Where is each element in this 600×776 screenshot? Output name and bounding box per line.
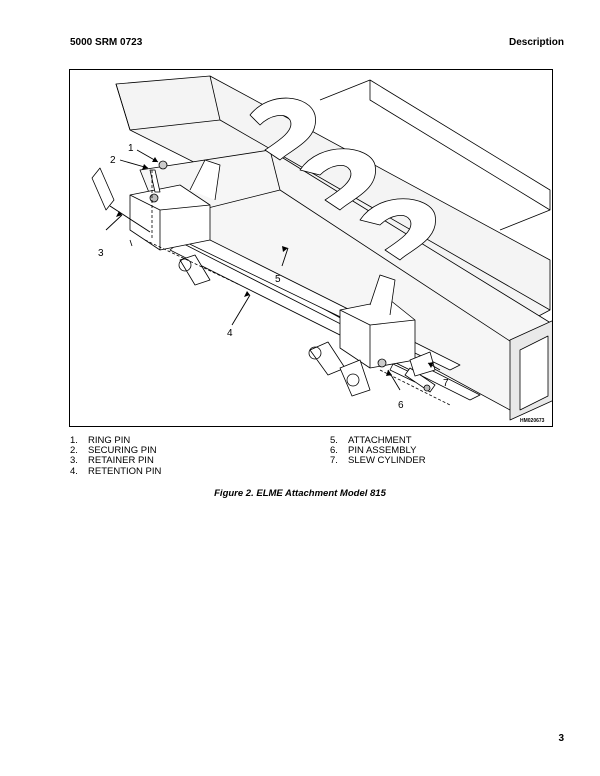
- callout-3: 3: [98, 248, 104, 259]
- callout-5: 5: [275, 274, 281, 285]
- legend-number: 2.: [70, 445, 78, 457]
- legend-list-left: 1. RING PIN 2. SECURING PIN 3. RETAINER …: [70, 435, 162, 477]
- legend-label: RETAINER PIN: [88, 455, 154, 467]
- figure-illustration: 1 2 3 4 5 6 7 HM020673: [69, 69, 553, 427]
- legend-item: 7. SLEW CYLINDER: [330, 456, 426, 466]
- legend-item: 4. RETENTION PIN: [70, 465, 162, 477]
- legend-number: 6.: [330, 445, 338, 457]
- page-number: 3: [558, 733, 564, 744]
- callout-4: 4: [227, 328, 233, 339]
- legend-item: 3. RETAINER PIN: [70, 456, 161, 466]
- callout-6: 6: [398, 400, 404, 411]
- figure-id: HM020673: [520, 418, 545, 424]
- legend-number: 3.: [70, 455, 78, 467]
- figure-caption: Figure 2. ELME Attachment Model 815: [214, 488, 386, 499]
- legend-number: 4.: [70, 465, 78, 477]
- legend-item: 1. RING PIN: [70, 435, 161, 446]
- callout-1: 1: [128, 143, 134, 154]
- legend-label: SECURING PIN: [88, 445, 157, 457]
- legend-item: 2. SECURING PIN: [70, 445, 161, 457]
- legend-item: 5. ATTACHMENT: [330, 435, 426, 446]
- legend-item: 6. PIN ASSEMBLY: [330, 445, 426, 457]
- header-doc-id: 5000 SRM 0723: [70, 37, 143, 48]
- callout-7: 7: [443, 378, 449, 389]
- legend-label: PIN ASSEMBLY: [348, 445, 417, 457]
- legend-label: RETENTION PIN: [88, 465, 162, 477]
- legend-list-right: 5. ATTACHMENT 6. PIN ASSEMBLY 7. SLEW CY…: [330, 435, 426, 467]
- legend-label: ATTACHMENT: [348, 435, 412, 446]
- attachment-drawing: 1 2 3 4 5 6 7 HM020673: [91, 75, 552, 424]
- callout-2: 2: [110, 155, 116, 166]
- legend-label: SLEW CYLINDER: [348, 455, 426, 467]
- legend-number: 5.: [330, 435, 338, 446]
- legend-number: 7.: [330, 455, 338, 467]
- legend-label: RING PIN: [88, 435, 131, 446]
- header-section: Description: [508, 37, 564, 48]
- legend-number: 1.: [70, 435, 78, 446]
